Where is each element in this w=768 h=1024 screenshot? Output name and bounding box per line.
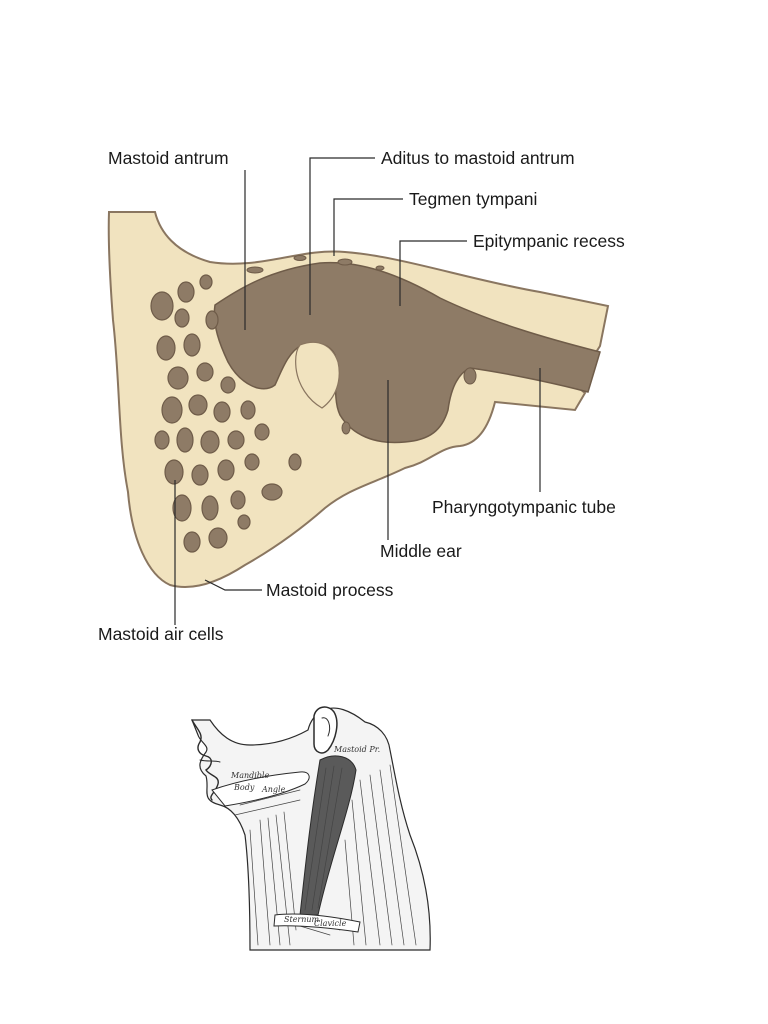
- leader-epitympanic: [399, 240, 467, 306]
- label-body: Body: [233, 783, 255, 792]
- leader-lines: [174, 157, 541, 625]
- muscle-hatching: [234, 764, 417, 946]
- sternocleidomastoid: [299, 755, 357, 916]
- ear-outline: [313, 706, 338, 754]
- label-sternum: Sternum: [284, 915, 320, 924]
- label-middle-ear: Middle ear: [380, 541, 462, 561]
- label-mastoid-process: Mastoid process: [266, 580, 394, 600]
- ear-inner: [321, 717, 331, 737]
- ear-diagram: Mastoid antrum Aditus to mastoid antrum …: [98, 148, 625, 644]
- neck-illustration: [191, 706, 431, 951]
- mastoid-air-cells: [150, 274, 302, 553]
- tympanic-cavity: [213, 261, 601, 444]
- face-profile: [191, 719, 219, 801]
- label-tegmen: Tegmen tympani: [409, 189, 537, 209]
- label-mandible: Mandible: [230, 771, 269, 780]
- promontory: [295, 341, 340, 409]
- leader-mastoid-process: [204, 579, 262, 591]
- mandible-outline: [211, 771, 310, 807]
- label-mastoid-air-cells: Mastoid air cells: [98, 624, 224, 644]
- label-mastoid-pr: Mastoid Pr.: [333, 745, 380, 754]
- label-epitympanic: Epitympanic recess: [473, 231, 625, 251]
- label-pharyngotympanic: Pharyngotympanic tube: [432, 497, 616, 517]
- mouth: [199, 759, 221, 763]
- tegmen-flecks: [246, 255, 477, 435]
- label-aditus: Aditus to mastoid antrum: [381, 148, 575, 168]
- label-mastoid-antrum: Mastoid antrum: [108, 148, 229, 168]
- label-clavicle: Clavicle: [314, 919, 347, 928]
- clavicle: [273, 913, 361, 933]
- label-angle: Angle: [261, 785, 286, 794]
- leader-aditus: [309, 157, 375, 315]
- leader-tegmen: [333, 198, 403, 256]
